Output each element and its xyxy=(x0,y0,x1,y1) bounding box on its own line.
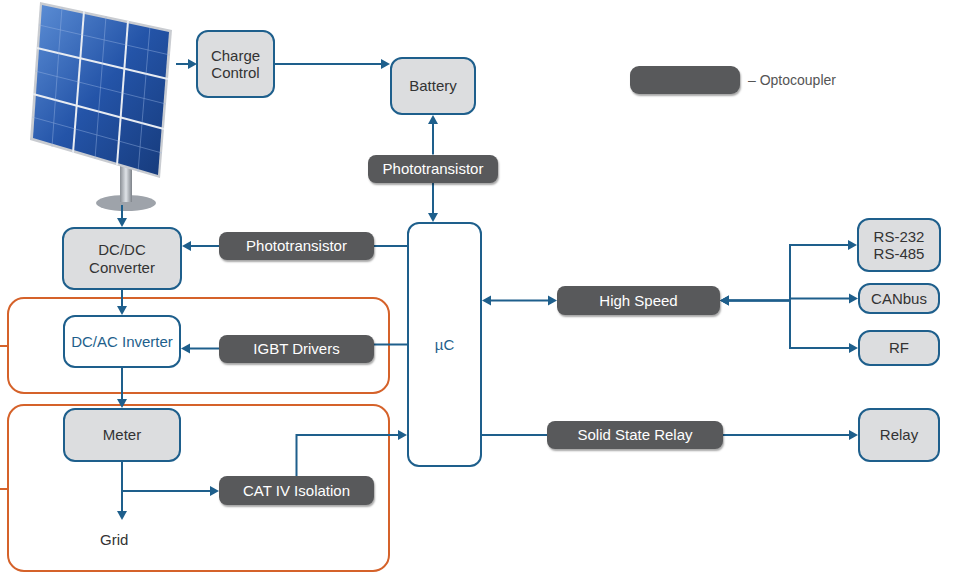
arrowhead xyxy=(548,296,557,306)
node-label: IGBT Drivers xyxy=(253,340,339,357)
connector xyxy=(482,296,557,306)
connector-line xyxy=(297,435,399,476)
meter-box: Meter xyxy=(63,408,181,462)
interface-box: RF xyxy=(858,330,940,366)
connector xyxy=(723,430,858,440)
connector-line xyxy=(723,434,849,436)
connector-line xyxy=(121,290,123,306)
connector xyxy=(720,296,858,354)
connector xyxy=(374,246,407,247)
relay-box: Relay xyxy=(858,408,940,462)
optocoupler: Phototransistor xyxy=(219,232,374,260)
node-label: CANbus xyxy=(871,290,927,307)
connector xyxy=(181,344,219,354)
connector xyxy=(428,115,438,155)
arrowhead xyxy=(182,241,191,251)
arrowhead xyxy=(720,296,729,306)
connector xyxy=(297,430,408,476)
node-label: DC/AC Inverter xyxy=(71,333,173,350)
connector xyxy=(428,183,438,223)
connector-line xyxy=(374,245,407,247)
optocoupler: Phototransistor xyxy=(368,155,498,183)
connector xyxy=(720,240,857,306)
connector-line xyxy=(275,63,381,65)
node-label: RS-232 RS-485 xyxy=(864,228,934,263)
node-label: Meter xyxy=(103,426,141,443)
arrowhead xyxy=(849,430,858,440)
arrowhead xyxy=(848,240,857,250)
inverter-box: DC/AC Inverter xyxy=(63,315,181,368)
node-label: RF xyxy=(889,339,909,356)
arrowhead xyxy=(428,115,438,124)
connector xyxy=(275,59,390,69)
optocoupler: Solid State Relay xyxy=(547,421,723,449)
connector-line xyxy=(432,124,434,155)
node-label: Charge Control xyxy=(203,47,268,82)
connector-line xyxy=(191,245,219,247)
arrowhead xyxy=(720,296,729,306)
connector-line xyxy=(121,368,123,399)
connector-line xyxy=(374,344,407,346)
connector-line xyxy=(482,434,547,436)
arrowhead xyxy=(381,59,390,69)
solar-panel xyxy=(30,2,172,211)
node-label: Solid State Relay xyxy=(577,426,692,443)
arrowhead xyxy=(849,294,858,304)
connector-line xyxy=(190,348,219,350)
control-box: Charge Control xyxy=(196,30,275,98)
connector xyxy=(117,368,127,408)
node-label: DC/DC Converter xyxy=(69,241,175,276)
arrowhead xyxy=(117,306,127,315)
node-label: µC xyxy=(435,336,454,353)
optocoupler: High Speed xyxy=(557,286,720,315)
connector xyxy=(374,344,407,345)
legend-swatch xyxy=(630,66,740,94)
arrowhead xyxy=(849,343,858,353)
grid-label: Grid xyxy=(100,531,128,548)
node-label: Phototransistor xyxy=(246,237,347,254)
connector-line xyxy=(491,300,548,302)
connector xyxy=(182,241,219,251)
microcontroller: µC xyxy=(407,222,482,467)
arrowhead xyxy=(720,296,729,306)
connector xyxy=(117,290,127,315)
optocoupler: IGBT Drivers xyxy=(219,335,374,363)
connector-line xyxy=(729,301,849,349)
interface-box: RS-232 RS-485 xyxy=(857,218,941,272)
interface-box: CANbus xyxy=(858,283,940,314)
legend-label: – Optocoupler xyxy=(748,72,836,88)
node-label: High Speed xyxy=(599,292,677,309)
node-label: CAT IV Isolation xyxy=(243,482,350,499)
arrowhead xyxy=(428,213,438,222)
connector-line xyxy=(729,245,848,301)
node-label: Battery xyxy=(409,77,457,94)
battery-box: Battery xyxy=(390,57,476,115)
node-label: Relay xyxy=(880,426,918,443)
arrowhead xyxy=(482,296,491,306)
arrowhead xyxy=(117,399,127,408)
node-label: Phototransistor xyxy=(383,160,484,177)
connector xyxy=(482,435,547,436)
optocoupler: CAT IV Isolation xyxy=(219,476,374,505)
converter-box: DC/DC Converter xyxy=(62,227,182,290)
connector-line xyxy=(432,183,434,214)
arrowhead xyxy=(398,430,407,440)
arrowhead xyxy=(181,344,190,354)
